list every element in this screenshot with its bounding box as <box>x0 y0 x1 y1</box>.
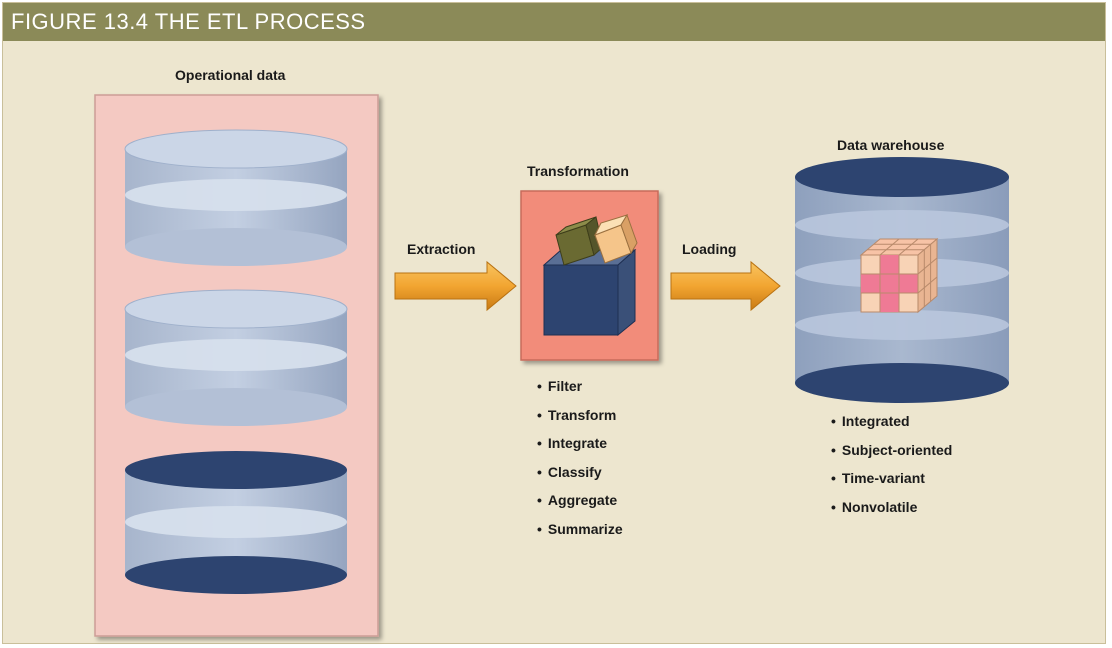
operational-database-2 <box>124 289 348 426</box>
list-item: Summarize <box>537 521 623 550</box>
loading-label: Loading <box>682 241 737 257</box>
list-item: Time-variant <box>831 470 952 499</box>
data-warehouse-label: Data warehouse <box>837 137 945 153</box>
list-item: Integrated <box>831 413 952 442</box>
list-item: Filter <box>537 378 623 407</box>
transformation-steps-list: Filter Transform Integrate Classify Aggr… <box>537 378 623 549</box>
list-item: Integrate <box>537 435 623 464</box>
list-item: Nonvolatile <box>831 499 952 528</box>
figure-header: FIGURE 13.4 THE ETL PROCESS <box>3 3 1105 41</box>
loading-arrow <box>670 260 781 312</box>
operational-database-1 <box>124 129 348 266</box>
operational-database-3 <box>125 451 347 594</box>
transformation-label: Transformation <box>527 163 629 179</box>
data-cube-illustration <box>859 237 939 314</box>
list-item: Subject-oriented <box>831 442 952 471</box>
figure-title: FIGURE 13.4 THE ETL PROCESS <box>11 9 366 34</box>
extraction-arrow <box>394 260 517 312</box>
list-item: Classify <box>537 464 623 493</box>
operational-data-label: Operational data <box>175 67 286 83</box>
list-item: Transform <box>537 407 623 436</box>
extraction-label: Extraction <box>407 241 476 257</box>
transformation-cubes-illustration <box>542 213 638 337</box>
list-item: Aggregate <box>537 492 623 521</box>
warehouse-traits-list: Integrated Subject-oriented Time-variant… <box>831 413 952 527</box>
etl-diagram-graphics <box>94 94 1009 637</box>
